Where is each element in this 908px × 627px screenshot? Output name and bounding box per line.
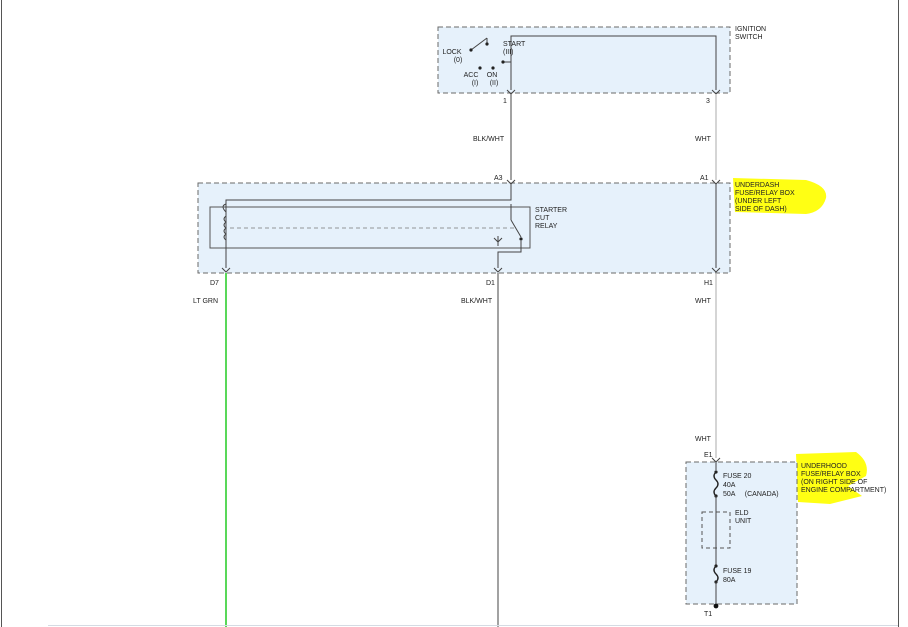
ignition-switch-box: [437, 26, 731, 95]
wire-label-blk-wht-lower: BLK/WHT: [461, 298, 493, 305]
lock-position-label: LOCK(0): [442, 49, 462, 64]
wire-label-wht-underhood: WHT: [695, 436, 712, 443]
pin-label-t1: T1: [704, 611, 712, 618]
pin-label-e1: E1: [704, 452, 713, 459]
highlight-underdash-label: [733, 178, 827, 214]
pin-label-d7: D7: [210, 280, 219, 287]
start-position-label: START(III): [503, 41, 526, 56]
pin-label-a3: A3: [494, 175, 503, 182]
acc-position-label: ACC(I): [464, 72, 479, 87]
ignition-pin-3: 3: [706, 98, 710, 105]
wire-label-wht-lower: WHT: [695, 298, 712, 305]
starter-cut-relay-body: [209, 206, 531, 249]
wire-label-lt-grn: LT GRN: [193, 298, 218, 305]
relay-coil: [223, 215, 227, 241]
wire-label-wht-upper: WHT: [695, 136, 712, 143]
ignition-pin-1: 1: [503, 98, 507, 105]
pin-label-h1: H1: [704, 280, 713, 287]
highlight-underhood-label: [796, 452, 867, 504]
underhood-fuse-relay-box: [685, 457, 798, 609]
fuse-19-symbol: [713, 565, 719, 583]
relay-switch-arm: [510, 219, 522, 238]
pin-label-d1: D1: [486, 280, 495, 287]
underdash-fuse-relay-box: [197, 179, 731, 274]
on-position-label: ON(II): [487, 72, 499, 87]
pin-label-a1: A1: [700, 175, 709, 182]
wire-label-blk-wht-upper: BLK/WHT: [473, 136, 505, 143]
fuse-20-symbol: [713, 471, 719, 497]
